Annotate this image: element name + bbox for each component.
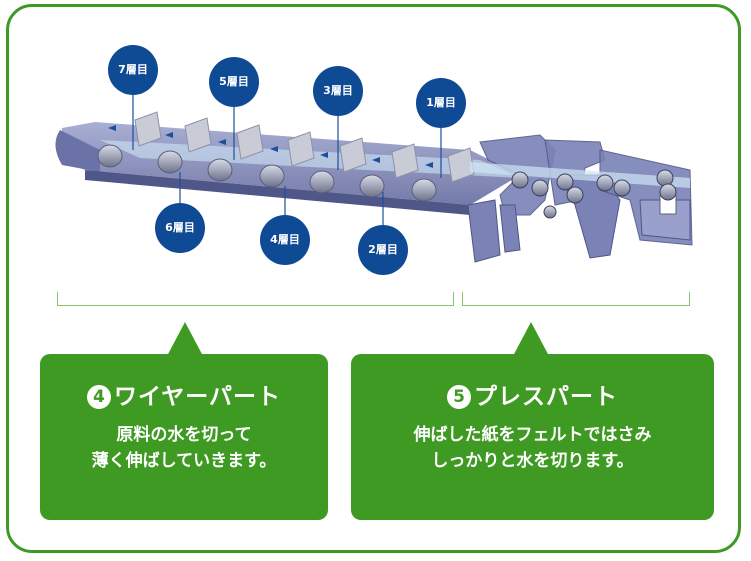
wire-section <box>55 111 520 215</box>
press-part-pointer <box>513 322 549 356</box>
wire-part-description-line1: 原料の水を切って <box>116 425 252 445</box>
wire-part-pointer <box>167 322 203 356</box>
press-part-bracket <box>462 292 690 306</box>
layer-6-label: 6層目 <box>165 221 195 234</box>
press-sheet <box>470 162 690 188</box>
press-part-description: 伸ばした紙をフェルトではさみ しっかりと水を切ります。 <box>351 422 714 474</box>
press-rolls <box>511 169 677 219</box>
layer-3-label: 3層目 <box>323 84 353 97</box>
press-part-title-text: プレスパート <box>474 384 618 410</box>
layer-7-label: 7層目 <box>118 63 148 76</box>
press-part-description-line1: 伸ばした紙をフェルトではさみ <box>413 425 652 445</box>
layer-4-label: 4層目 <box>270 233 300 246</box>
wire-part-number: 4 <box>86 385 111 409</box>
layer-5-label: 5層目 <box>219 75 249 88</box>
layer-1-label: 1層目 <box>426 96 456 109</box>
layer-2-label: 2層目 <box>368 243 398 256</box>
wire-part-description-line2: 薄く伸ばしていきます。 <box>91 451 277 471</box>
layer-markers <box>108 45 466 275</box>
wire-part-description: 原料の水を切って 薄く伸ばしていきます。 <box>40 422 328 474</box>
press-part-description-line2: しっかりと水を切ります。 <box>431 451 634 471</box>
layer-callout-lines <box>132 94 442 225</box>
press-part-number: 5 <box>447 385 471 409</box>
wire-part-bracket <box>57 292 454 306</box>
wire-part-title-text: ワイヤーパート <box>113 384 282 410</box>
